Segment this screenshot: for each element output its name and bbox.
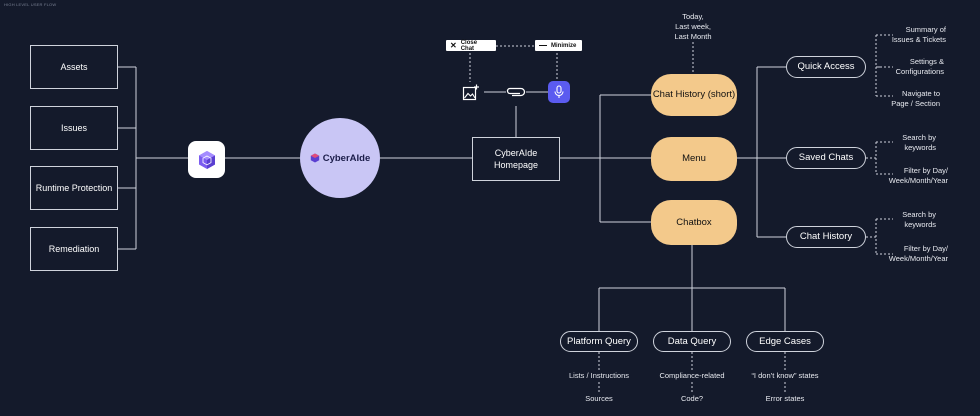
chat-history-item-search: Search by keywords: [902, 210, 936, 229]
chat-history-item-filter: Filter by Day/ Week/Month/Year: [888, 244, 948, 263]
cube-icon: [188, 141, 225, 178]
saved-chats-item-filter: Filter by Day/ Week/Month/Year: [888, 166, 948, 185]
node-menu: Menu: [651, 137, 737, 181]
minimize-chip: Minimize: [535, 40, 582, 51]
node-chat-history: Chat History: [786, 226, 866, 248]
quick-access-item-settings: Settings & Configurations: [895, 57, 944, 76]
microphone-icon: [548, 81, 570, 103]
node-edge-cases: Edge Cases: [746, 331, 824, 352]
paperclip-icon: [505, 86, 527, 98]
data-query-item-code: Code?: [680, 394, 704, 403]
close-icon: ✕: [450, 40, 457, 50]
node-platform-query: Platform Query: [560, 331, 638, 352]
platform-query-item-sources: Sources: [585, 394, 613, 403]
cyberaide-node: CyberAIde: [300, 118, 380, 198]
node-assets: Assets: [30, 45, 118, 89]
quick-access-item-summary: Summary of Issues & Tickets: [891, 25, 946, 44]
node-quick-access: Quick Access: [786, 56, 866, 78]
edge-cases-item-dont-know: “I don’t know” states: [751, 371, 819, 380]
node-issues: Issues: [30, 106, 118, 150]
image-add-icon: [462, 84, 480, 102]
node-homepage: CyberAIde Homepage: [472, 137, 560, 181]
node-chatbox: Chatbox: [651, 200, 737, 245]
history-range-note: Today, Last week, Last Month: [674, 12, 712, 41]
node-saved-chats: Saved Chats: [786, 147, 866, 169]
edge-cases-item-error-states: Error states: [765, 394, 805, 403]
close-chat-label: Close Chat: [460, 39, 478, 52]
quick-access-item-navigate: Navigate to Page / Section: [891, 89, 940, 108]
diagram-caption: HIGH LEVEL USER FLOW: [4, 2, 57, 7]
minimize-label: Minimize: [551, 42, 577, 49]
minimize-icon: [539, 44, 547, 47]
cyberaide-logo-icon: [310, 153, 319, 163]
data-query-item-compliance: Compliance-related: [659, 371, 725, 380]
close-chat-chip: ✕ Close Chat: [446, 39, 496, 52]
node-runtime-protection: Runtime Protection: [30, 166, 118, 210]
node-remediation: Remediation: [30, 227, 118, 271]
saved-chats-item-search: Search by keywords: [902, 133, 936, 152]
node-data-query: Data Query: [653, 331, 731, 352]
node-chat-history-short: Chat History (short): [651, 74, 737, 116]
cyberaide-label: CyberAIde: [322, 152, 371, 164]
platform-query-item-lists: Lists / Instructions: [568, 371, 630, 380]
